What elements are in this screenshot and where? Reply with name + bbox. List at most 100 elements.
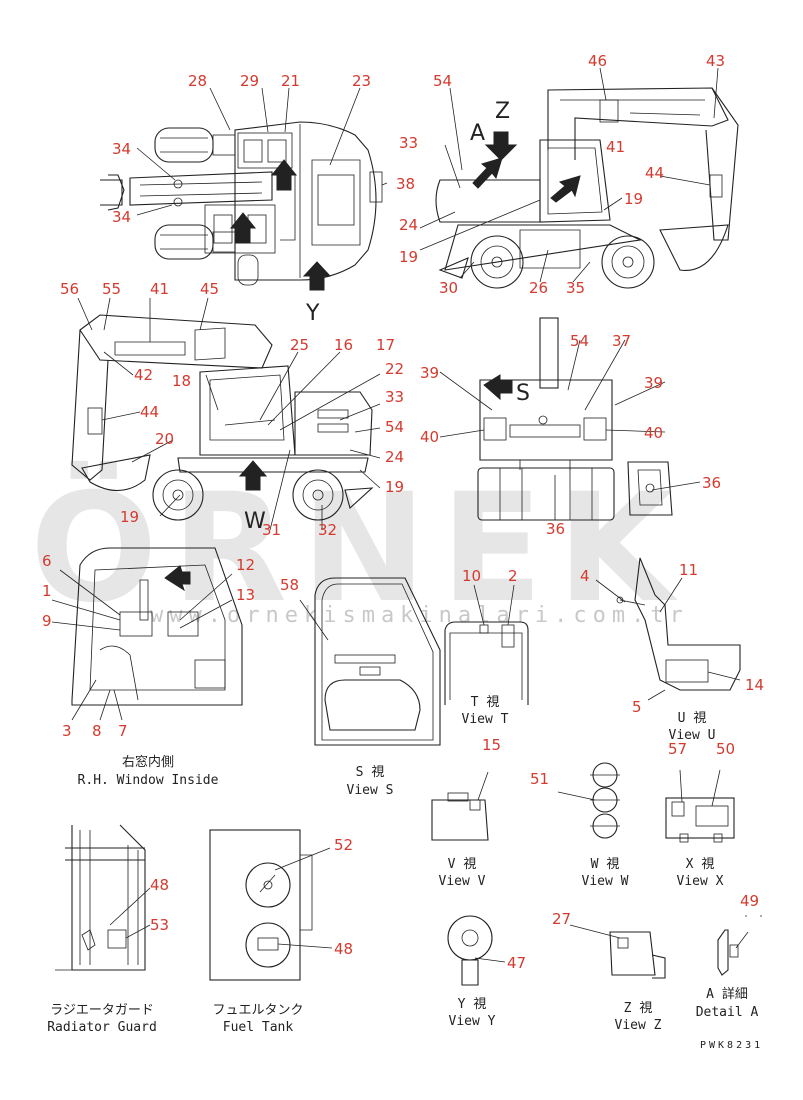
callout-30: 30: [439, 279, 458, 297]
view-v-drawing: [431, 771, 489, 841]
callout-33-side: 33: [399, 134, 418, 152]
callout-26: 26: [529, 279, 548, 297]
callout-35: 35: [566, 279, 585, 297]
callout-24-side: 24: [399, 216, 418, 234]
callout-20: 20: [155, 430, 174, 448]
view-v-caption-jp: V 視: [448, 857, 477, 872]
callout-48-fuel: 48: [334, 940, 353, 958]
view-u-caption-jp: U 視: [678, 711, 707, 726]
callout-10: 10: [462, 567, 481, 585]
radiator-caption-jp: ラジエータガード: [50, 1003, 154, 1018]
view-v-caption-en: View V: [439, 874, 486, 889]
callout-54-rear: 54: [570, 332, 589, 350]
view-t-caption-en: View T: [462, 712, 509, 727]
callout-51: 51: [530, 770, 549, 788]
callout-12: 12: [236, 556, 255, 574]
callout-15: 15: [482, 736, 501, 754]
callout-7: 7: [118, 722, 128, 740]
callout-38: 38: [396, 175, 415, 193]
detail-a-drawing: [717, 915, 762, 976]
callout-19-side-upper: 19: [624, 190, 643, 208]
callout-14: 14: [745, 676, 764, 694]
view-z-caption-jp: Z 視: [624, 1001, 653, 1016]
view-x-drawing: [665, 769, 735, 843]
fuel-tank-drawing: [209, 829, 333, 981]
left-side-view-drawing: W: [71, 297, 381, 534]
fuel-caption-jp: フュエルタンク: [212, 1003, 303, 1018]
detail-a-caption-en: Detail A: [696, 1005, 759, 1020]
direction-letter-z: Z: [495, 99, 510, 124]
fuel-caption-en: Fuel Tank: [223, 1020, 294, 1035]
view-w-drawing: [557, 762, 620, 839]
view-x-caption-en: View X: [677, 874, 724, 889]
callout-4: 4: [580, 567, 590, 585]
view-u-caption-en: View U: [669, 728, 716, 743]
callout-36-rear: 36: [546, 520, 565, 538]
callout-49: 49: [740, 892, 759, 910]
callout-50: 50: [716, 740, 735, 758]
callout-19-left-bottom: 19: [120, 508, 139, 526]
callout-44-left: 44: [140, 403, 159, 421]
view-y-drawing: [447, 915, 506, 986]
callout-23: 23: [352, 72, 371, 90]
view-z-caption-en: View Z: [615, 1018, 662, 1033]
callout-39-right: 39: [644, 374, 663, 392]
callout-34-upper: 34: [112, 140, 131, 158]
callout-11: 11: [679, 561, 698, 579]
view-z-drawing: [569, 924, 666, 979]
callout-34-lower: 34: [112, 208, 131, 226]
drawing-code: PWK8231: [700, 1040, 763, 1051]
callout-54-left: 54: [385, 418, 404, 436]
callout-57: 57: [668, 740, 687, 758]
callout-5: 5: [632, 698, 642, 716]
callout-32: 32: [318, 521, 337, 539]
callout-55: 55: [102, 280, 121, 298]
side-view-drawing: A Z: [419, 67, 739, 289]
callout-8: 8: [92, 722, 102, 740]
callout-47: 47: [507, 954, 526, 972]
callout-40-left: 40: [420, 428, 439, 446]
view-u-drawing: [595, 557, 741, 701]
callout-33-left: 33: [385, 388, 404, 406]
callout-22: 22: [385, 360, 404, 378]
callout-40-right: 40: [644, 424, 663, 442]
rear-view-drawing: S: [439, 317, 701, 521]
view-x-caption-jp: X 視: [686, 857, 715, 872]
callout-6: 6: [42, 552, 52, 570]
callout-58: 58: [280, 576, 299, 594]
direction-letter-w: W: [244, 509, 266, 534]
view-y-caption-en: View Y: [449, 1014, 496, 1029]
callout-41-left: 41: [150, 280, 169, 298]
callout-41-side: 41: [606, 138, 625, 156]
view-s-caption-jp: S 視: [356, 765, 385, 780]
view-s-drawing: [299, 577, 441, 746]
callout-48-radiator: 48: [150, 876, 169, 894]
callout-17: 17: [376, 336, 395, 354]
callout-36-side: 36: [702, 474, 721, 492]
rh-window-caption-en: R.H. Window Inside: [78, 773, 219, 788]
callout-45: 45: [200, 280, 219, 298]
detail-a-caption-jp: A 詳細: [706, 986, 748, 1002]
callout-13: 13: [236, 586, 255, 604]
callout-42: 42: [134, 366, 153, 384]
callout-18: 18: [172, 372, 191, 390]
callout-21: 21: [281, 72, 300, 90]
callout-28: 28: [188, 72, 207, 90]
callout-46: 46: [588, 52, 607, 70]
callout-9: 9: [42, 612, 52, 630]
callout-24-left: 24: [385, 448, 404, 466]
rh-window-drawing: [51, 547, 243, 721]
callout-29: 29: [240, 72, 259, 90]
callout-19-left-right: 19: [385, 478, 404, 496]
callout-labels: 28 29 21 23 34 34 38 54 46 43 33 41 44 1…: [42, 52, 764, 972]
callout-43: 43: [706, 52, 725, 70]
view-s-caption-en: View S: [347, 783, 394, 798]
view-t-drawing: [444, 584, 529, 705]
radiator-caption-en: Radiator Guard: [47, 1020, 157, 1035]
radiator-guard-drawing: [55, 824, 151, 971]
callout-39-left: 39: [420, 364, 439, 382]
view-t-caption-jp: T 視: [471, 695, 500, 710]
callout-19-side-lower: 19: [399, 248, 418, 266]
callout-31: 31: [262, 521, 281, 539]
direction-letter-y: Y: [305, 301, 320, 326]
